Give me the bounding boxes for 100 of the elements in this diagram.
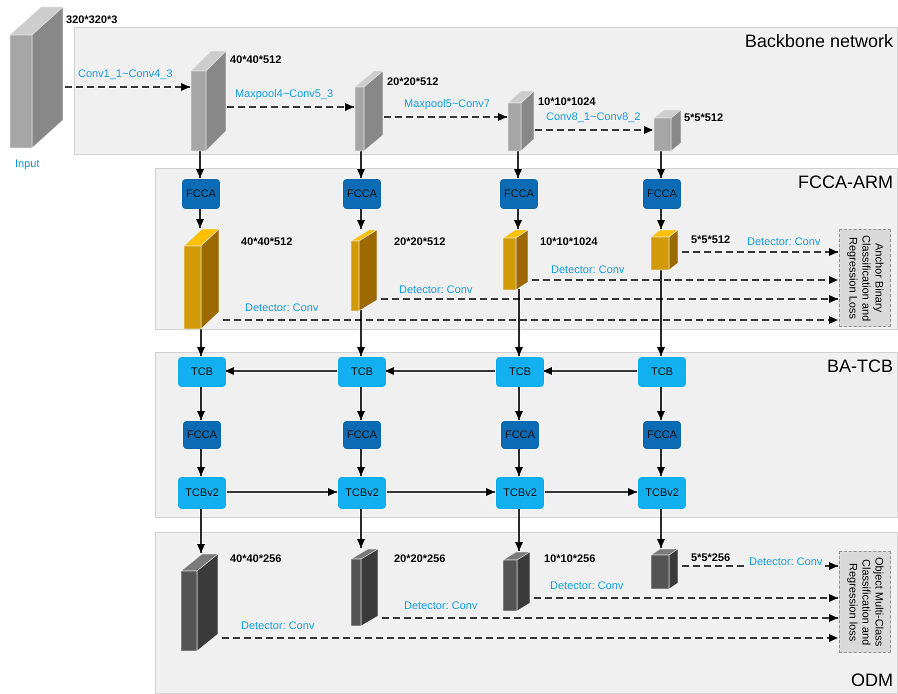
arrow [657,508,665,548]
module-box: FCCA [183,421,221,449]
arrow [65,83,190,91]
arrow [543,367,637,375]
dimension-label: 10*10*1024 [538,95,596,110]
arrow [515,448,523,476]
dimension-label: 20*20*512 [394,235,446,250]
arrow [197,386,205,420]
module-box: TCBv2 [638,477,686,509]
edge-label: Maxpool4~Conv5_3 [234,88,334,101]
dimension-label: 320*320*3 [66,13,118,28]
arrow [382,614,838,622]
dimension-label: 5*5*512 [691,233,730,248]
loss-box [839,551,891,653]
arrow [387,488,495,496]
feature-map-block [503,552,530,611]
arrow [534,594,838,602]
arrow [197,448,205,476]
arrow [225,367,337,375]
module-box: TCB [338,357,386,387]
input-label: Input [15,157,40,172]
module-box: FCCA [501,421,539,449]
module-box: TCBv2 [178,477,226,509]
dimension-label: 40*40*512 [230,53,282,68]
dimension-label: 40*40*512 [241,235,292,250]
feature-map-block [651,549,678,589]
arrow [357,150,365,178]
dimension-label: 40*40*256 [230,552,282,567]
section-title: ODM [851,671,893,689]
module-box: FCCA [643,421,681,449]
arrow [196,150,204,178]
feature-map-block [503,230,528,290]
loss-label: Object Multi-Class Classification and Regression loss [846,556,884,649]
arrow [357,386,365,420]
loss-label: Anchor Binary Classification and Regression Loss [846,234,884,324]
arrow [381,295,838,303]
section-panel [155,168,898,330]
arrow [514,150,522,178]
dimension-label: 5*5*512 [684,111,724,126]
feature-map-block [351,549,378,626]
edge-label: Conv1_1~Conv4_3 [77,68,174,81]
feature-map-block [191,51,226,151]
arrow [384,113,507,121]
section-title: FCCA-ARM [798,173,893,191]
module-box: TCB [638,357,686,387]
arrow [357,208,365,229]
feature-map-block [184,229,219,329]
dimension-label: 20*20*256 [394,552,446,567]
feature-map-block [508,91,534,151]
section-panel [155,532,898,694]
module-box: FCCA [643,179,681,209]
edge-label: Detector: Conv [748,556,824,569]
arrow [357,508,365,548]
section-panel [74,27,898,155]
arrow [532,276,838,284]
arrow [657,269,665,356]
arrow [514,208,522,229]
feature-map-block [351,230,377,311]
section-title: Backbone network [744,32,893,50]
arrow [657,386,665,420]
module-box: FCCA [182,179,220,209]
arrow [197,508,205,553]
arrow [223,316,838,324]
arrow [357,310,365,356]
dimension-label: 20*20*512 [387,75,438,90]
module-box: FCCA [343,421,381,449]
section-title: BA-TCB [826,357,893,375]
edge-label: Conv8_1~Conv8_2 [545,111,642,124]
dimension-label: 10*10*1024 [540,235,598,250]
module-box: TCBv2 [338,477,386,509]
module-box: TCB [178,357,226,387]
arrow [357,448,365,476]
loss-box [839,229,891,327]
module-box: TCB [496,357,544,387]
module-box: TCBv2 [496,477,544,509]
arrow [657,448,665,476]
feature-map-block [651,230,678,270]
edge-label: Maxpool5~Conv7 [403,98,491,111]
dimension-label: 10*10*256 [544,552,596,567]
feature-map-block [355,71,383,151]
arrow [515,508,523,551]
section-panel [155,352,898,518]
arrow [535,126,653,134]
arrow [385,367,495,375]
arrow [682,248,838,256]
arrow [222,634,838,642]
feature-map-block [654,110,681,151]
module-box: FCCA [500,179,538,209]
arrow [196,208,204,228]
dimension-label: 5*5*256 [691,551,730,566]
arrow [197,328,205,356]
arrow [515,386,523,420]
module-box: FCCA [343,179,381,209]
arrow [657,208,665,229]
feature-map-block [181,554,218,651]
arrow [657,150,665,178]
arrow [515,289,523,356]
arrow [545,488,637,496]
arrow [227,103,354,111]
feature-map-block [10,7,63,148]
